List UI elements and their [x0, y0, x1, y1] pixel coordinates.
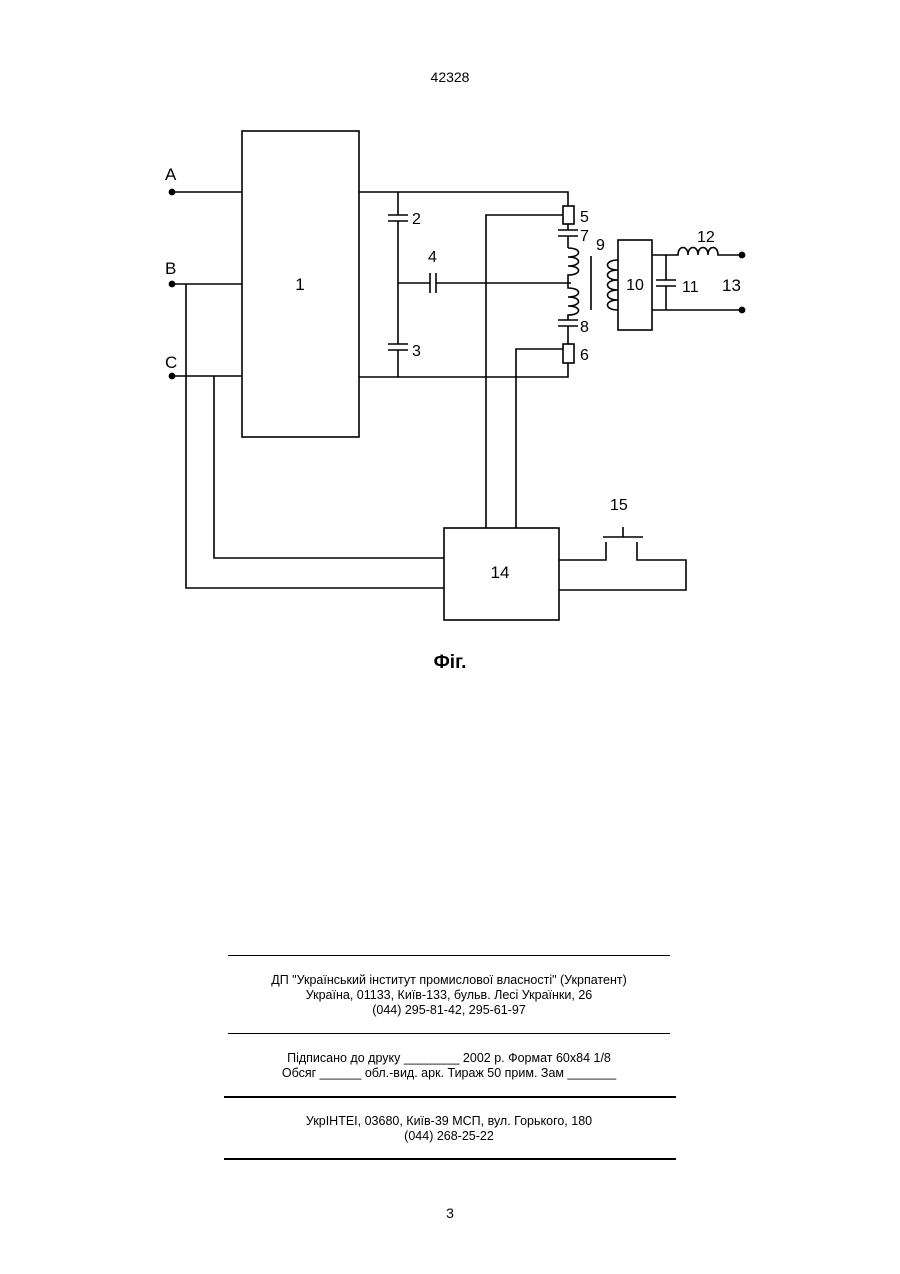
print-details-block: Підписано до друку ________ 2002 р. Форм… [228, 1051, 670, 1081]
capacitor-8-label: 8 [580, 319, 589, 336]
output-terminal-top [739, 252, 744, 257]
publisher-line-1: ДП "Український інститут промислової вла… [228, 973, 670, 988]
element-5 [563, 206, 574, 224]
figure-caption: Фіг. [0, 652, 900, 674]
capacitor-2-label: 2 [412, 211, 421, 228]
printer-line-2: (044) 268-25-22 [228, 1129, 670, 1144]
imprint-thick-rule-lower [224, 1158, 676, 1160]
page-footer-number: 3 [0, 1205, 900, 1221]
publisher-line-2: Україна, 01133, Київ-133, бульв. Лесі Ук… [228, 988, 670, 1003]
print-line-1: Підписано до друку ________ 2002 р. Форм… [228, 1051, 670, 1066]
element-6 [563, 344, 574, 363]
switch-15-label: 15 [610, 497, 628, 514]
capacitor-7-label: 7 [580, 228, 589, 245]
terminal-b-label: B [165, 259, 176, 278]
imprint-thick-rule-upper [224, 1096, 676, 1098]
output-terminal-bottom [739, 307, 744, 312]
publisher-block: ДП "Український інститут промислової вла… [228, 973, 670, 1018]
capacitor-3-label: 3 [412, 343, 421, 360]
print-line-2: Обсяг ______ обл.-вид. арк. Тираж 50 при… [228, 1066, 670, 1081]
publisher-line-3: (044) 295-81-42, 295-61-97 [228, 1003, 670, 1018]
block-1-label: 1 [295, 275, 304, 294]
terminal-a-label: A [165, 165, 177, 184]
printer-line-1: УкрІНТЕІ, 03680, Київ-39 МСП, вул. Горьк… [228, 1114, 670, 1129]
printer-block: УкрІНТЕІ, 03680, Київ-39 МСП, вул. Горьк… [228, 1114, 670, 1144]
imprint-top-rule [228, 955, 670, 956]
output-13-label: 13 [722, 276, 741, 295]
transformer-9-label: 9 [596, 237, 605, 254]
element-5-label: 5 [580, 209, 589, 226]
terminal-c-label: C [165, 353, 177, 372]
imprint-middle-rule [228, 1033, 670, 1034]
inductor-12-label: 12 [697, 229, 715, 246]
block-14-label: 14 [491, 563, 510, 582]
element-6-label: 6 [580, 347, 589, 364]
circuit-diagram: 1 A B C 2 3 4 5 7 8 6 9 [0, 0, 900, 650]
block-10-label: 10 [626, 277, 644, 294]
capacitor-4-label: 4 [428, 249, 437, 266]
capacitor-11-label: 11 [682, 279, 699, 296]
